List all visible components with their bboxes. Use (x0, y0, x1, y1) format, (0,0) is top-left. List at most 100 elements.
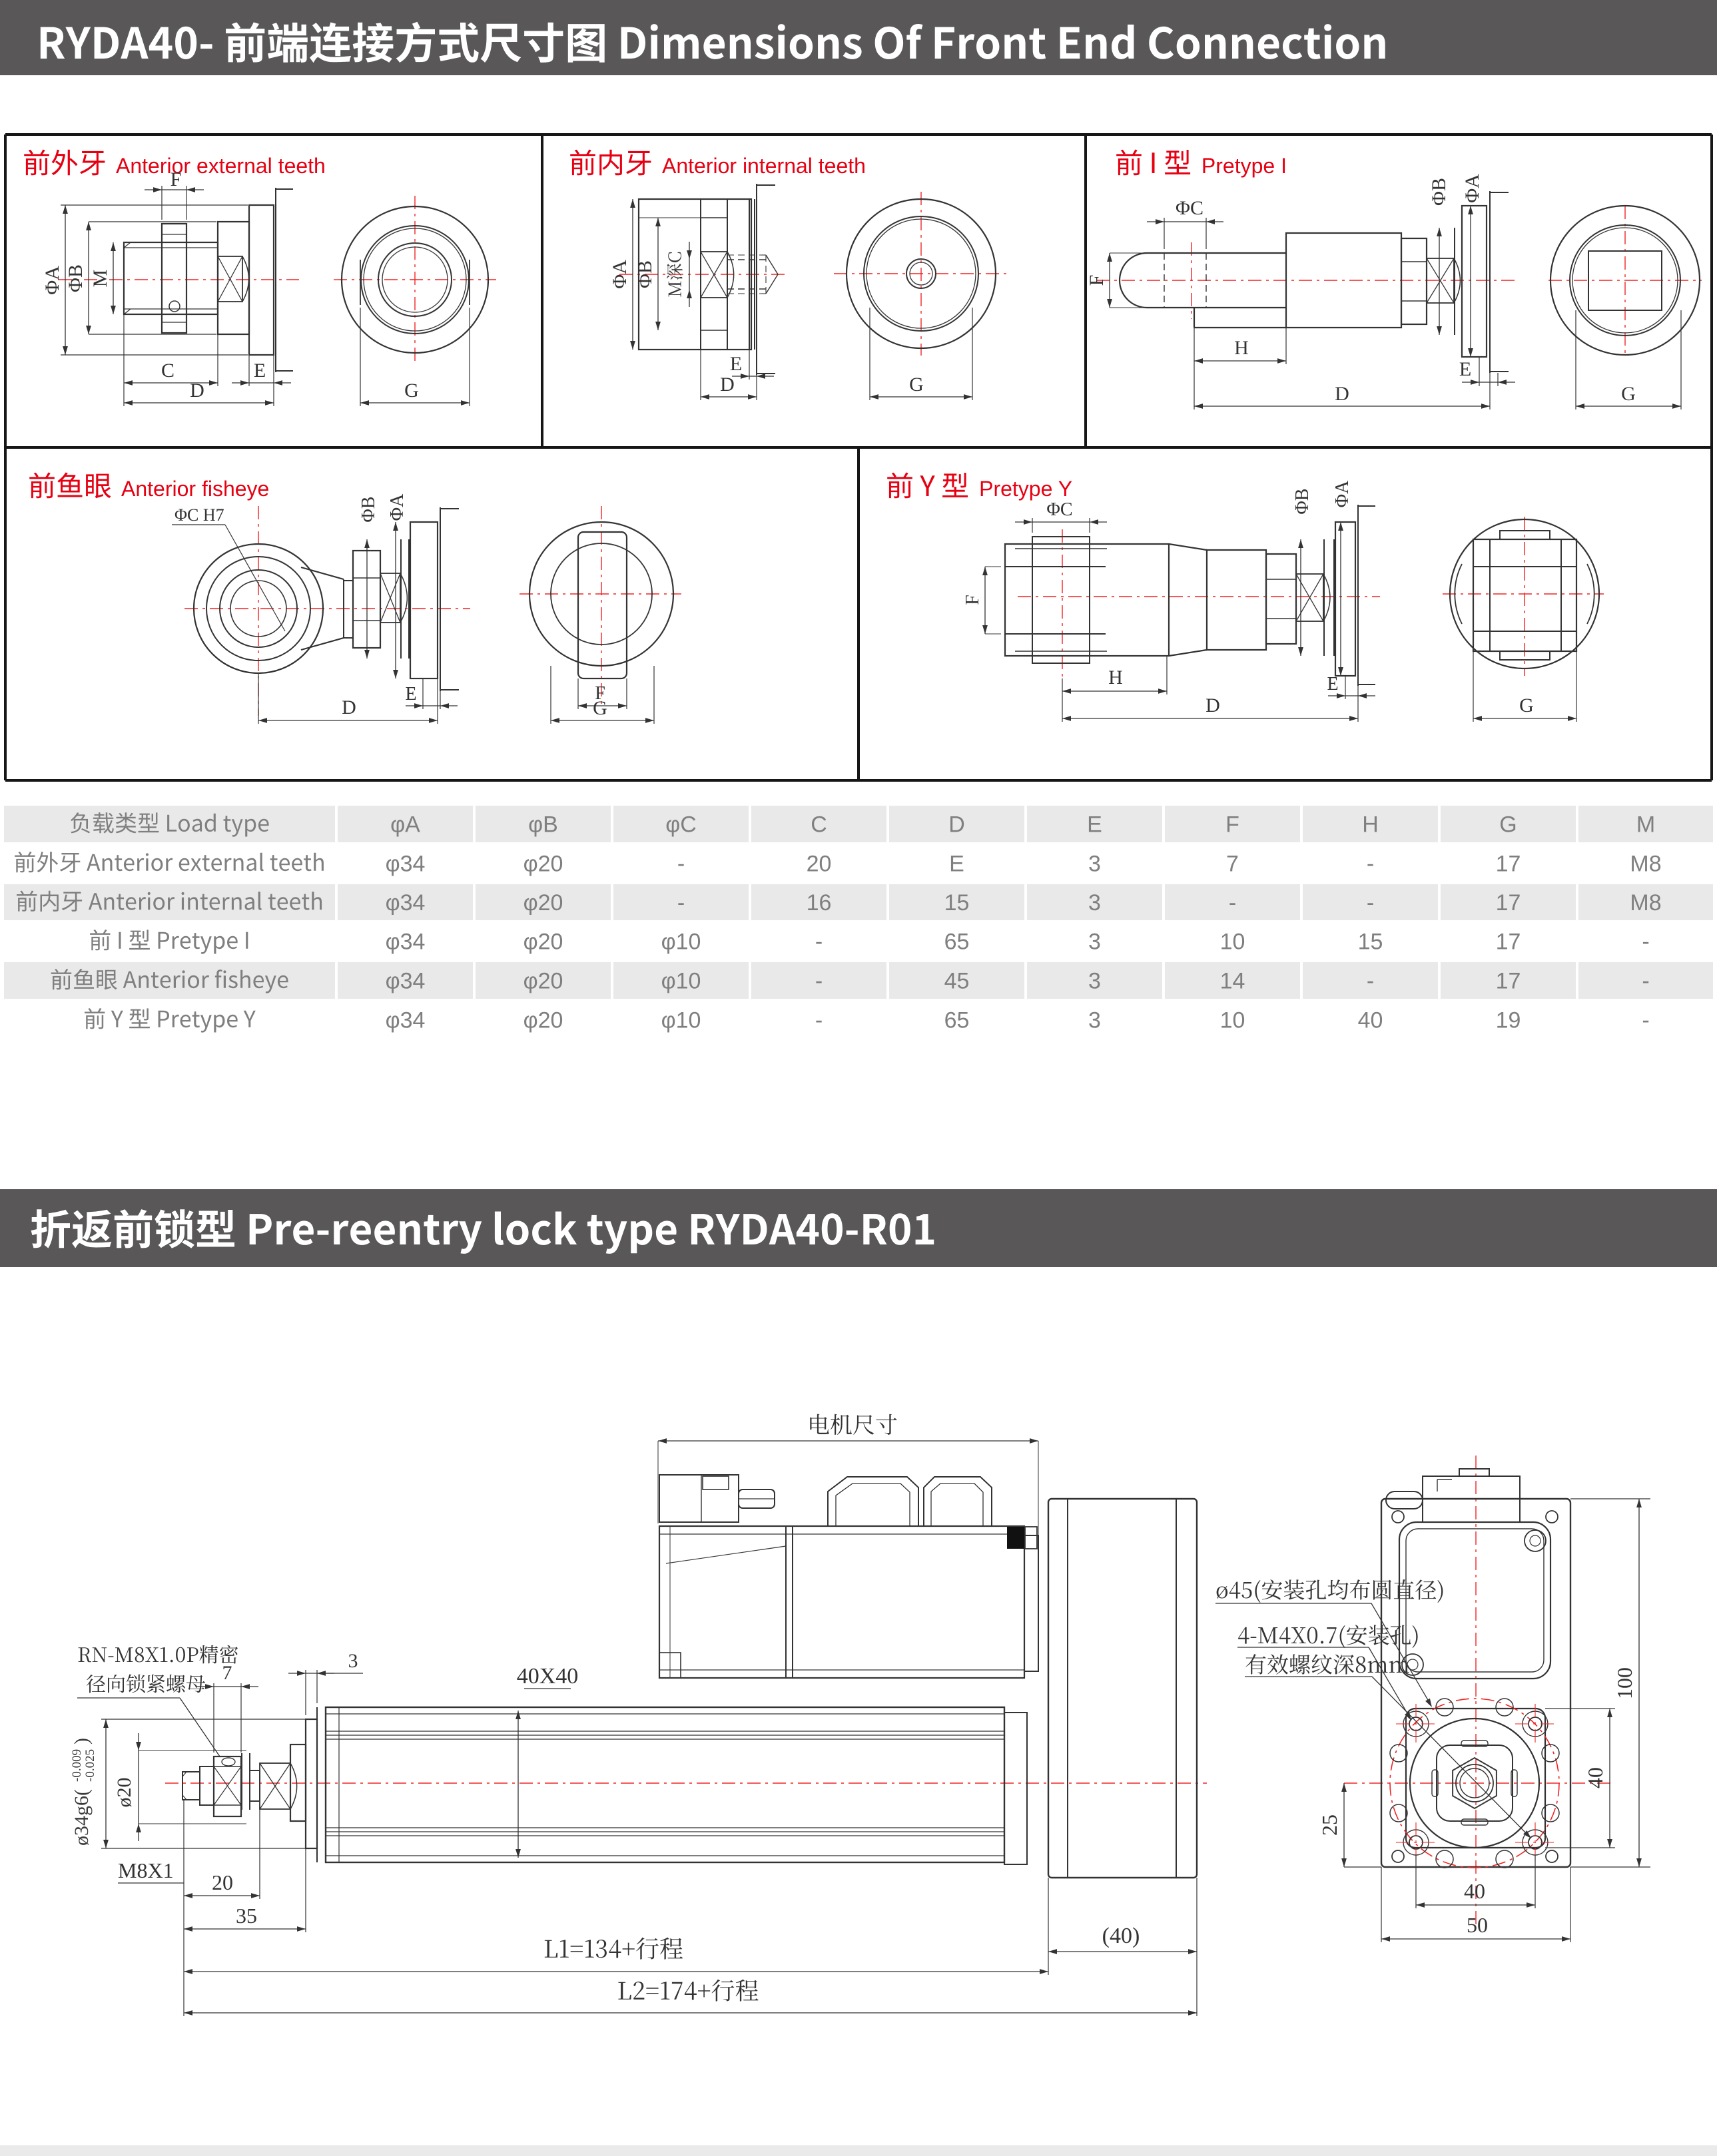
svg-text:3: 3 (1088, 890, 1101, 916)
svg-text:17: 17 (1496, 930, 1521, 955)
svg-text:-: - (1367, 969, 1374, 994)
svg-text:17: 17 (1496, 852, 1521, 877)
svg-text:-: - (815, 969, 823, 994)
svg-text:φB: φB (528, 812, 558, 838)
svg-text:H: H (1362, 812, 1379, 838)
svg-text:65: 65 (944, 930, 970, 955)
svg-text:40: 40 (1464, 1879, 1485, 1903)
svg-text:D: D (948, 812, 965, 838)
svg-text:E: E (254, 360, 266, 382)
svg-text:3: 3 (1088, 930, 1101, 955)
svg-text:65: 65 (944, 1008, 970, 1033)
svg-text:ΦB: ΦB (1428, 178, 1450, 206)
svg-text:-: - (677, 852, 685, 877)
svg-text:ΦC: ΦC (1176, 197, 1203, 219)
svg-text:ΦA: ΦA (609, 260, 631, 289)
svg-text:ΦC H7: ΦC H7 (174, 505, 224, 525)
svg-text:50: 50 (1467, 1913, 1488, 1937)
svg-text:17: 17 (1496, 969, 1521, 994)
svg-text:): ) (71, 1738, 93, 1745)
svg-text:φC: φC (665, 812, 697, 838)
svg-text:G: G (1621, 383, 1636, 405)
svg-text:E: E (949, 852, 964, 877)
svg-text:G: G (593, 697, 607, 719)
svg-text:(40): (40) (1102, 1924, 1140, 1948)
svg-text:F: F (1086, 275, 1108, 286)
svg-text:40: 40 (1358, 1008, 1383, 1033)
svg-text:-: - (1642, 930, 1649, 955)
svg-text:F: F (171, 168, 182, 190)
svg-text:D: D (190, 380, 204, 402)
svg-text:M8: M8 (1630, 890, 1661, 916)
svg-text:25: 25 (1317, 1814, 1341, 1836)
svg-text:10: 10 (1220, 1008, 1245, 1033)
svg-text:ΦA: ΦA (1332, 480, 1353, 507)
svg-text:7: 7 (222, 1662, 232, 1684)
svg-text:ΦA: ΦA (41, 266, 63, 295)
svg-text:E: E (1087, 812, 1102, 838)
svg-text:H: H (1108, 667, 1123, 688)
svg-text:10: 10 (1220, 930, 1245, 955)
svg-text:-: - (1642, 969, 1649, 994)
svg-text:φ20: φ20 (523, 890, 563, 916)
svg-text:35: 35 (236, 1904, 257, 1928)
svg-text:C: C (161, 360, 174, 382)
svg-text:ΦB: ΦB (1292, 488, 1313, 514)
svg-text:G: G (1499, 812, 1517, 838)
svg-text:15: 15 (1358, 930, 1383, 955)
svg-text:M: M (1636, 812, 1655, 838)
svg-text:φ20: φ20 (523, 930, 563, 955)
svg-text:G: G (909, 374, 924, 396)
svg-text:ΦA: ΦA (1461, 174, 1483, 203)
svg-text:Anterior fisheye: Anterior fisheye (121, 477, 269, 501)
svg-text:ΦA: ΦA (387, 493, 408, 521)
svg-text:D: D (720, 374, 735, 396)
svg-text:-: - (1642, 1008, 1649, 1033)
svg-text:φ20: φ20 (523, 1008, 563, 1033)
svg-text:G: G (1519, 694, 1534, 716)
svg-text:-0.025: -0.025 (83, 1749, 97, 1782)
svg-text:Anterior external teeth: Anterior external teeth (116, 154, 326, 178)
svg-text:Pretype I: Pretype I (1202, 154, 1287, 178)
svg-text:7: 7 (1226, 852, 1239, 877)
svg-text:C: C (811, 812, 827, 838)
svg-text:-: - (1367, 890, 1374, 916)
svg-text:3: 3 (348, 1650, 358, 1672)
svg-text:φ34: φ34 (386, 930, 426, 955)
svg-text:E: E (1459, 358, 1471, 380)
svg-text:ø20: ø20 (113, 1778, 135, 1808)
svg-text:20: 20 (212, 1870, 233, 1894)
svg-text:-: - (677, 890, 685, 916)
svg-text:Pretype Y: Pretype Y (979, 477, 1072, 501)
svg-text:M8X1: M8X1 (118, 1858, 174, 1882)
svg-text:ΦB: ΦB (65, 264, 87, 292)
svg-text:-: - (815, 1008, 823, 1033)
svg-text:φ20: φ20 (523, 969, 563, 994)
svg-text:19: 19 (1496, 1008, 1521, 1033)
svg-text:F: F (1225, 812, 1239, 838)
svg-text:16: 16 (807, 890, 832, 916)
svg-text:Anterior internal teeth: Anterior internal teeth (662, 154, 866, 178)
svg-text:45: 45 (944, 969, 970, 994)
svg-text:-: - (1367, 852, 1374, 877)
svg-text:M: M (89, 270, 111, 288)
svg-text:-: - (1229, 890, 1236, 916)
svg-text:φ10: φ10 (661, 930, 701, 955)
svg-text:φA: φA (390, 812, 420, 838)
svg-text:φ34: φ34 (386, 890, 426, 916)
svg-text:D: D (1335, 383, 1349, 405)
svg-text:20: 20 (807, 852, 832, 877)
svg-text:G: G (404, 380, 419, 402)
svg-text:14: 14 (1220, 969, 1245, 994)
svg-text:E: E (1327, 674, 1338, 694)
svg-text:M8: M8 (1630, 852, 1661, 877)
svg-text:φ34: φ34 (386, 1008, 426, 1033)
svg-text:-: - (815, 930, 823, 955)
svg-text:F: F (595, 683, 605, 704)
svg-text:3: 3 (1088, 1008, 1101, 1033)
svg-text:-0.009: -0.009 (70, 1749, 84, 1782)
svg-text:ΦC: ΦC (1046, 499, 1072, 520)
svg-text:100: 100 (1612, 1667, 1636, 1699)
svg-text:φ34: φ34 (386, 852, 426, 877)
svg-text:φ34: φ34 (386, 969, 426, 994)
